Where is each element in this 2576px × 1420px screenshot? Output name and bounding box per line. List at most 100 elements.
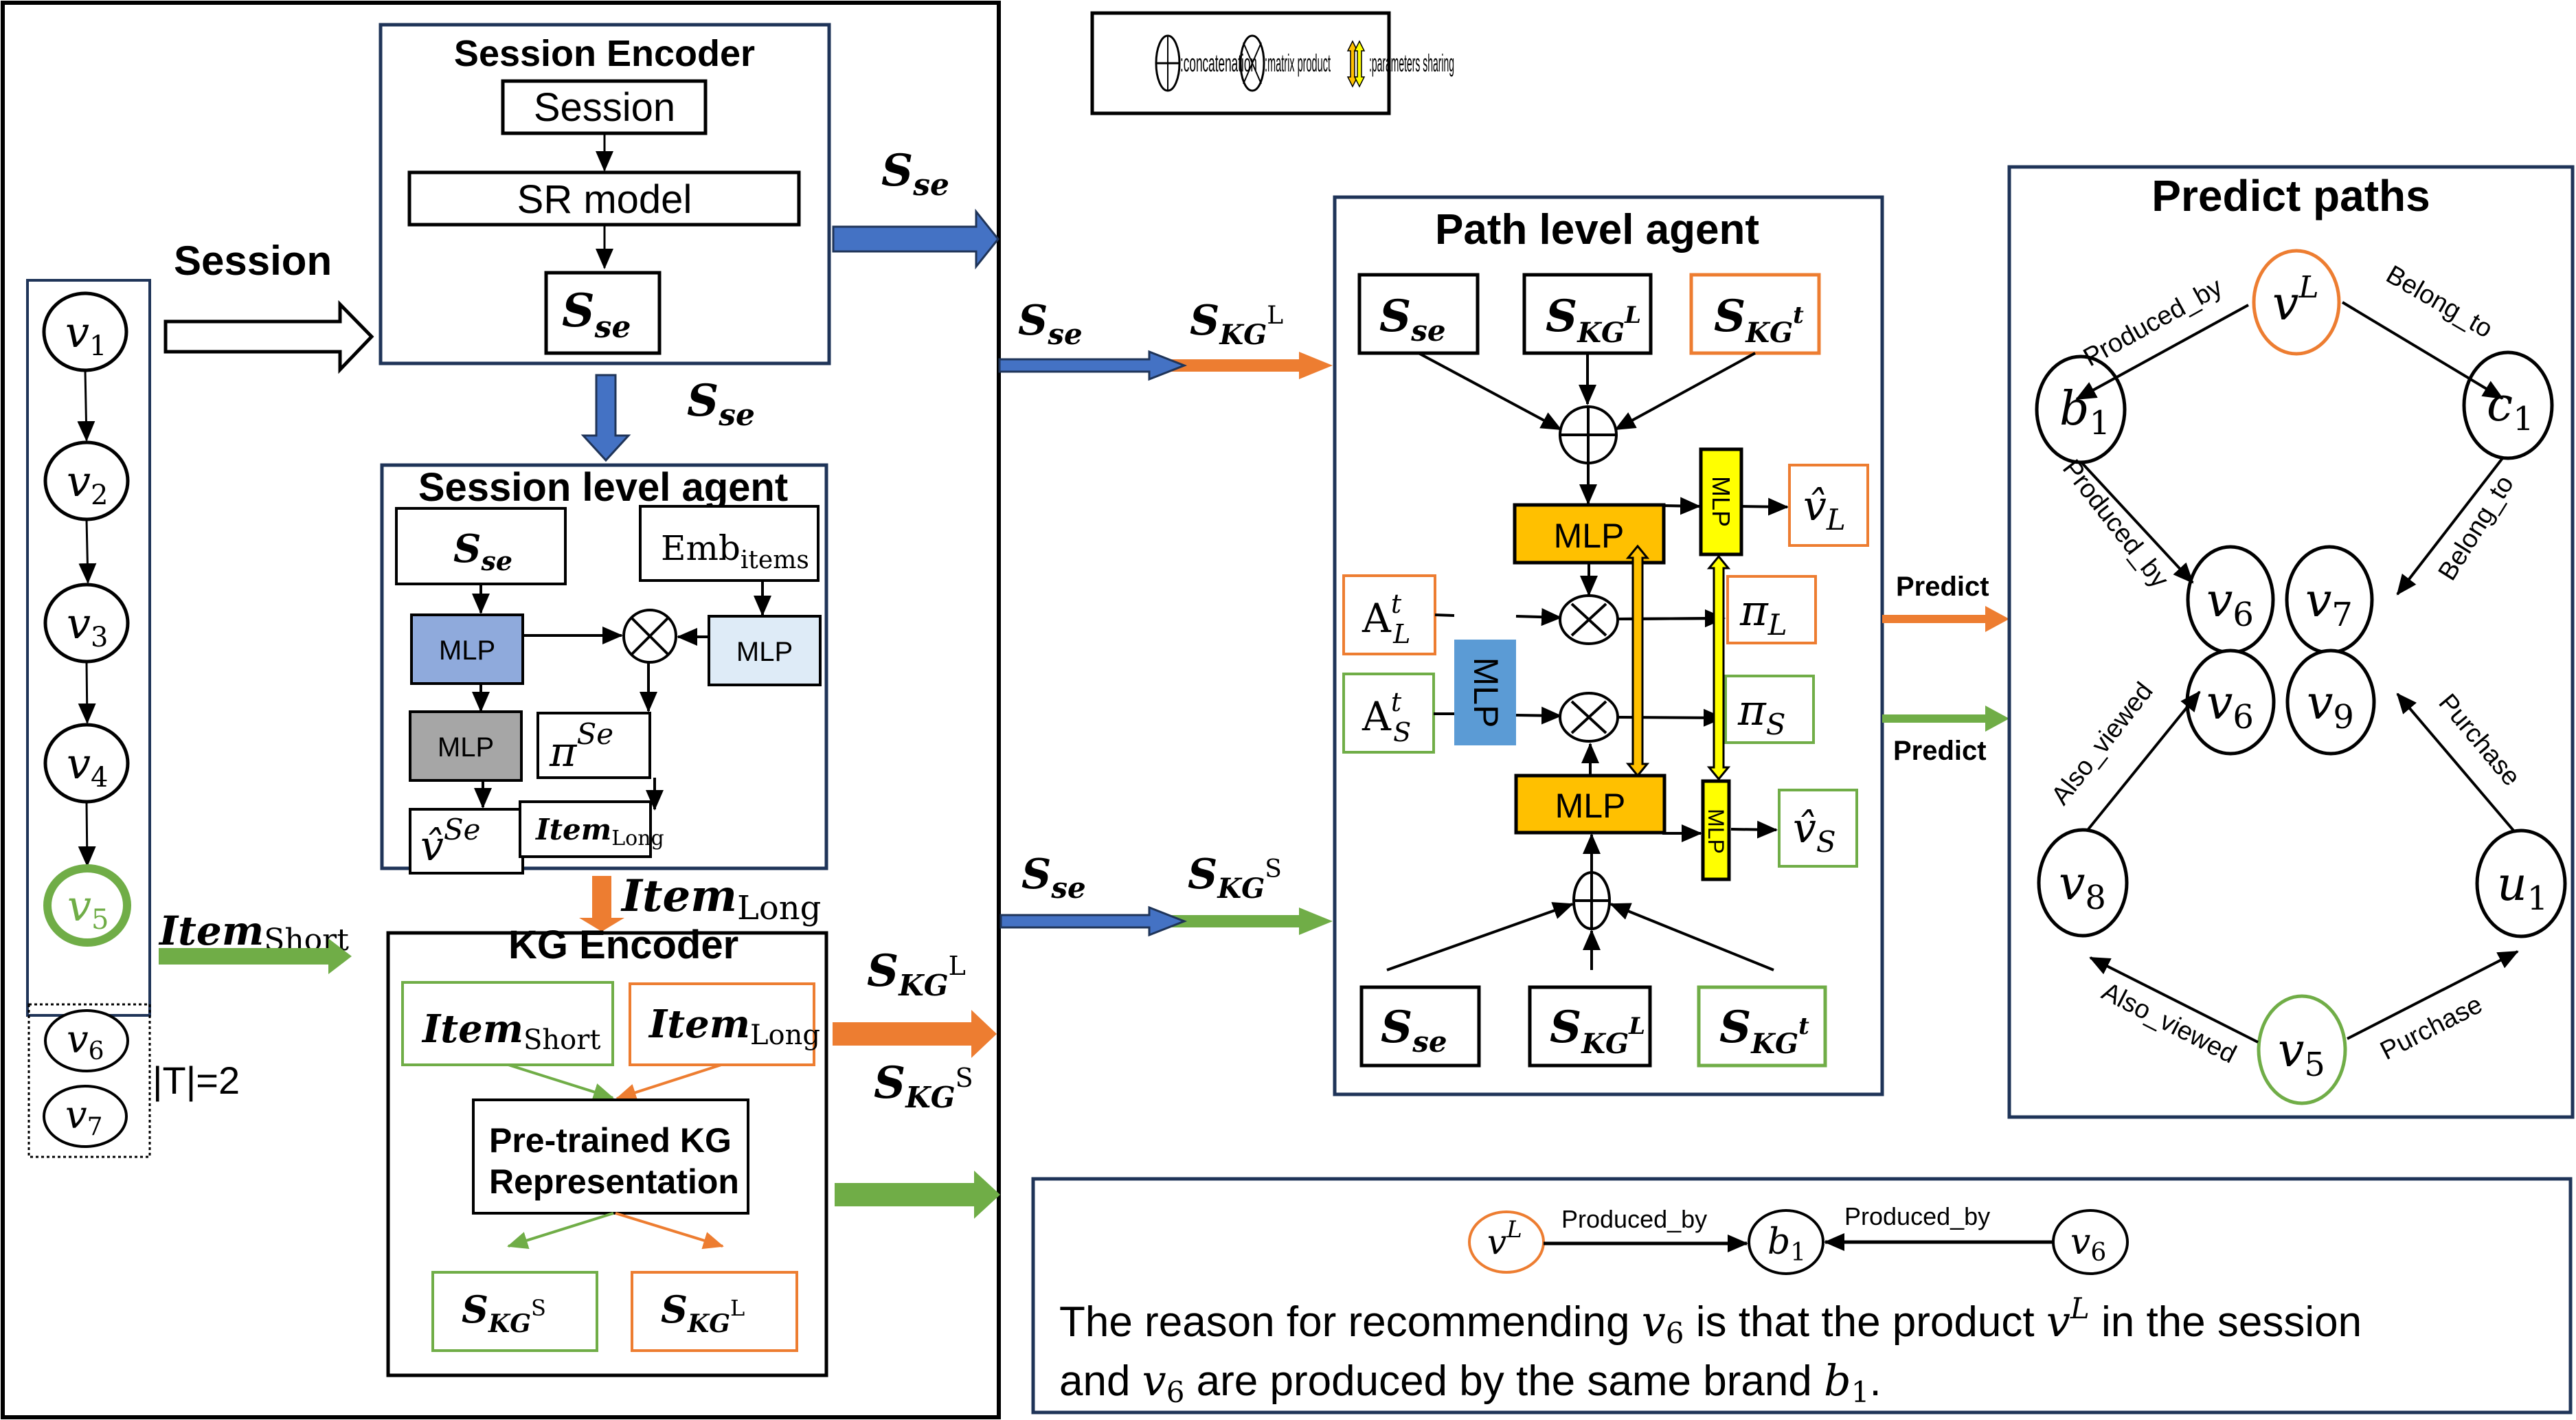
svg-text:v6: v6	[2206, 676, 2254, 736]
svg-text:v5: v5	[67, 881, 109, 936]
svg-text:b1: b1	[1767, 1221, 1806, 1267]
sse-arrow-down	[580, 374, 631, 462]
path-mlp-yellow-top-label: MLP	[1707, 476, 1735, 527]
pp-edge-vl-c1	[2341, 301, 2504, 400]
pretrained-kg-line2: Representation	[489, 1162, 739, 1201]
mid-blue-arrow-top	[998, 350, 1188, 381]
path-mlp-orange-top-label: MLP	[1554, 517, 1625, 555]
path-matrix-product-l-icon	[1559, 594, 1619, 645]
item-long-arrow-down	[579, 876, 624, 932]
pp-edge-c1-v7	[2396, 457, 2504, 596]
svg-text:vL: vL	[2272, 270, 2319, 331]
item-long-arrow-label: ItemLong	[620, 870, 821, 927]
agent-mlp-blue[interactable]	[410, 613, 524, 685]
path-mlp-orange-bottom[interactable]	[1514, 774, 1667, 835]
pp-edge-label-v8-v6: Also_viewed	[2046, 677, 2158, 811]
path-top-sse-box	[1357, 273, 1480, 355]
path-pi-s-label: πS	[1737, 685, 1786, 741]
kg-out-l-arrow	[833, 1010, 997, 1058]
agent-matrix-product-icon	[622, 609, 677, 664]
legend-box	[1090, 11, 1391, 115]
path-bottom-sse-box	[1359, 985, 1481, 1068]
sse-arrow-top	[832, 208, 999, 270]
pp-node-v6-bottom: v6	[2185, 649, 2276, 756]
expl-edge-label-2: Produced_by	[1844, 1202, 1990, 1230]
pp-node-vl: vL	[2252, 249, 2341, 356]
legend-parameter-sharing-icon	[1346, 40, 1366, 88]
path-top-sse-label: Sse	[1379, 291, 1446, 348]
target-items-box	[27, 1003, 151, 1158]
agent-mlp-light-label: MLP	[736, 637, 793, 667]
expl-node-vl: vL	[1468, 1210, 1545, 1274]
path-agent-title: Path level agent	[1435, 206, 1759, 253]
legend-concatenation-label: :concatenation	[1180, 49, 1257, 77]
path-vhat-l-label: v̂L	[1803, 482, 1846, 537]
pp-edge-label-vl-c1: Belong_to	[2381, 260, 2497, 344]
pp-node-c1: c1	[2462, 350, 2554, 460]
pp-edge-v8-v6	[2087, 690, 2201, 831]
kg-s-kg-s-box	[431, 1271, 598, 1352]
path-top-skgt-label: SKGt	[1714, 291, 1804, 349]
legend-matrix-product-icon	[1239, 34, 1265, 92]
kg-item-long-label: ItemLong	[648, 1002, 820, 1051]
svg-text:u1: u1	[2497, 857, 2548, 918]
explanation-box	[1031, 1177, 2573, 1415]
agent-mlp-gray[interactable]	[409, 710, 523, 782]
path-top-skgt-box	[1689, 273, 1821, 355]
expl-node-b1: b1	[1748, 1209, 1824, 1275]
svg-text:v3: v3	[67, 598, 108, 653]
explanation-line-1: The reason for recommending v6 is that t…	[1059, 1292, 2362, 1350]
svg-text:v7: v7	[65, 1093, 103, 1141]
predict-label-top: Predict	[1896, 572, 1989, 602]
path-mlp-blue-vertical-label: MLP	[1467, 657, 1505, 728]
path-param-sharing-yellow[interactable]	[1706, 554, 1731, 781]
left-panel-frame	[1, 1, 1001, 1419]
session-encoder-box	[379, 23, 831, 365]
kg-item-short-box	[401, 981, 614, 1066]
session-input-arrow	[163, 300, 374, 374]
agent-mlp-light[interactable]	[708, 615, 822, 686]
path-top-skgl-box	[1522, 273, 1653, 355]
kg-out-s-label: SKGS	[874, 1057, 973, 1114]
agent-emb-label: Embitems	[661, 528, 809, 574]
agent-mlp-gray-label: MLP	[438, 732, 494, 763]
path-agent-box	[1333, 195, 1884, 1096]
path-bottom-skgt-box	[1697, 985, 1827, 1068]
session-agent-box	[380, 463, 828, 870]
path-top-concatenation-icon	[1559, 405, 1618, 464]
session-node-v1: v1	[42, 291, 128, 372]
agent-item-long-box	[519, 800, 652, 858]
predict-label-bottom: Predict	[1893, 736, 1987, 766]
path-mlp-yellow-bottom[interactable]	[1701, 779, 1731, 881]
path-mlp-yellow-top[interactable]	[1699, 447, 1743, 556]
svg-text:v5: v5	[2278, 1024, 2325, 1084]
sse-output-label: Sse	[562, 284, 631, 345]
pp-edge-u1-v9	[2396, 692, 2516, 833]
agent-item-long-label: ItemLong	[535, 813, 664, 850]
pp-edge-label-c1-v7: Belong_to	[2433, 471, 2520, 585]
pp-edge-b1-v6	[2080, 461, 2194, 584]
kg-encoder-title: KG Encoder	[508, 923, 738, 967]
kg-out-l-label: SKGL	[867, 945, 966, 1002]
explanation-line-2: and v6 are produced by the same brand b1…	[1059, 1355, 1882, 1409]
sse-arrow-label-down: Sse	[687, 375, 755, 433]
path-a-l-box	[1342, 574, 1436, 655]
pp-edge-vl-b1	[2075, 304, 2249, 401]
session-node-v3: v3	[43, 583, 130, 664]
pp-node-v8: v8	[2037, 828, 2129, 938]
target-node-v6: v6	[44, 1009, 129, 1072]
session-box[interactable]	[501, 79, 708, 135]
path-vhat-l-box	[1788, 464, 1869, 547]
sr-model-box[interactable]	[407, 170, 801, 227]
predict-arrow-orange	[1882, 606, 2009, 632]
kg-encoder-box	[386, 931, 828, 1377]
svg-text:v6: v6	[2070, 1221, 2106, 1267]
path-param-sharing-orange[interactable]	[1625, 544, 1650, 778]
mid-skgs-label: SKGS	[1188, 850, 1282, 905]
legend-parameter-sharing-label: :parameters sharing	[1369, 49, 1454, 77]
svg-text:v6: v6	[2206, 574, 2254, 634]
svg-text:v7: v7	[2305, 574, 2353, 634]
kg-s-kg-s-label: SKGS	[462, 1287, 546, 1338]
path-mlp-blue-vertical[interactable]	[1454, 640, 1516, 745]
